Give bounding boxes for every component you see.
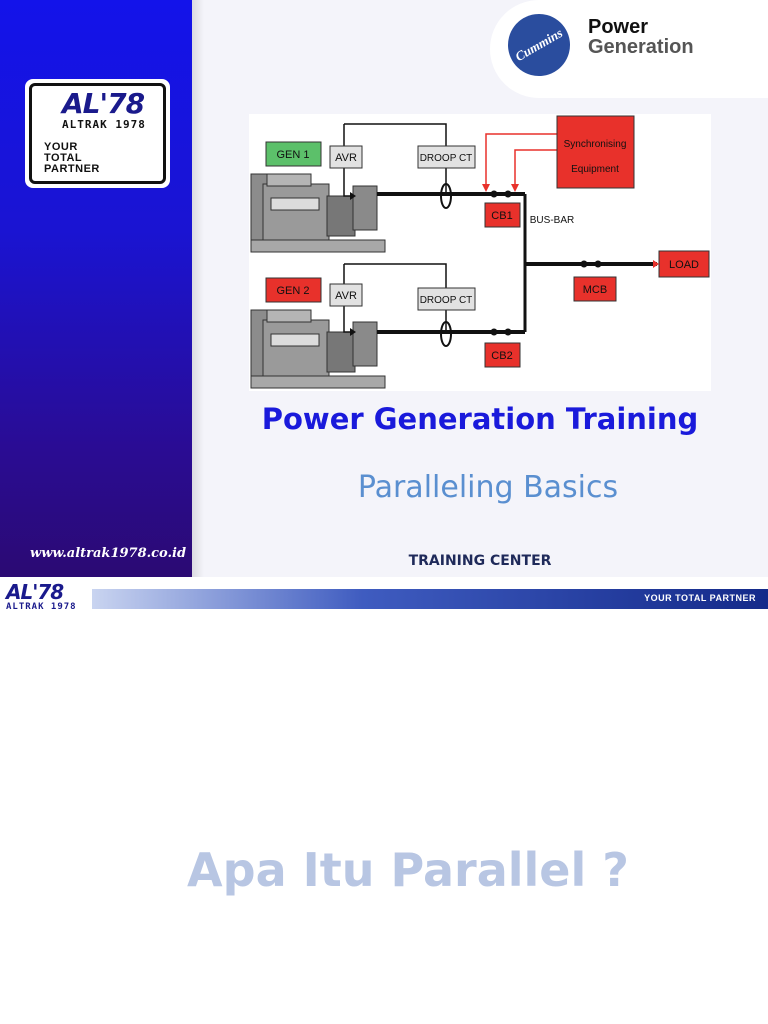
brand-line-1: Power (588, 16, 649, 38)
logo-subtitle: ALTRAK 1978 (62, 118, 146, 131)
brand-line-2: Generation (588, 36, 694, 58)
cb1-label: CB1 (491, 210, 512, 222)
generator-2-icon (250, 309, 386, 389)
droop-ct-label-1: DROOP CT (420, 153, 473, 164)
sidebar-shadow (192, 0, 204, 577)
logo-mark: AL'78 (62, 87, 145, 120)
cb2-label: CB2 (491, 350, 512, 362)
website-url: www.altrak1978.co.id (30, 546, 187, 561)
header-logo-mark: AL'78 (6, 580, 64, 604)
logo-tagline-2: TOTAL (44, 152, 83, 164)
slide-title: Power Generation Training (261, 402, 699, 436)
title-slide: AL'78 ALTRAK 1978 YOUR TOTAL PARTNER www… (0, 0, 768, 577)
slide-subtitle: Paralleling Basics (357, 470, 619, 505)
training-center-label: TRAINING CENTER (408, 553, 552, 569)
header-logo: AL'78 ALTRAK 1978 (6, 582, 77, 612)
bus-bar-label: BUS-BAR (530, 215, 574, 226)
generator-1-icon (250, 173, 386, 253)
question-slide: AL'78 ALTRAK 1978 YOUR TOTAL PARTNER Apa… (0, 577, 768, 1024)
sync-label-line1: Synchronising (564, 139, 627, 150)
avr-label-2: AVR (335, 290, 357, 302)
sync-label-line2: Equipment (571, 164, 619, 175)
cummins-logo-icon: Cummins (496, 2, 582, 88)
avr-label-1: AVR (335, 152, 357, 164)
gen2-label: GEN 2 (276, 285, 309, 297)
cummins-brand: Cummins Power Generation (490, 0, 768, 98)
paralleling-diagram: GEN 1 GEN 2 AVR AVR DROOP CT DROOP CT Sy… (249, 114, 711, 391)
mcb-label: MCB (583, 284, 607, 296)
header-bar (92, 589, 768, 609)
logo-tagline-3: PARTNER (44, 163, 100, 175)
question-heading: Apa Itu Parallel ? (187, 843, 629, 897)
gen1-label: GEN 1 (276, 149, 309, 161)
header-logo-subtitle: ALTRAK 1978 (6, 602, 77, 612)
logo-tagline-1: YOUR (44, 141, 78, 153)
droop-ct-label-2: DROOP CT (420, 295, 473, 306)
header-tagline: YOUR TOTAL PARTNER (644, 593, 756, 603)
sidebar-panel: AL'78 ALTRAK 1978 YOUR TOTAL PARTNER www… (0, 0, 192, 577)
load-label: LOAD (669, 259, 699, 271)
altrak-logo: AL'78 ALTRAK 1978 YOUR TOTAL PARTNER (25, 79, 170, 188)
